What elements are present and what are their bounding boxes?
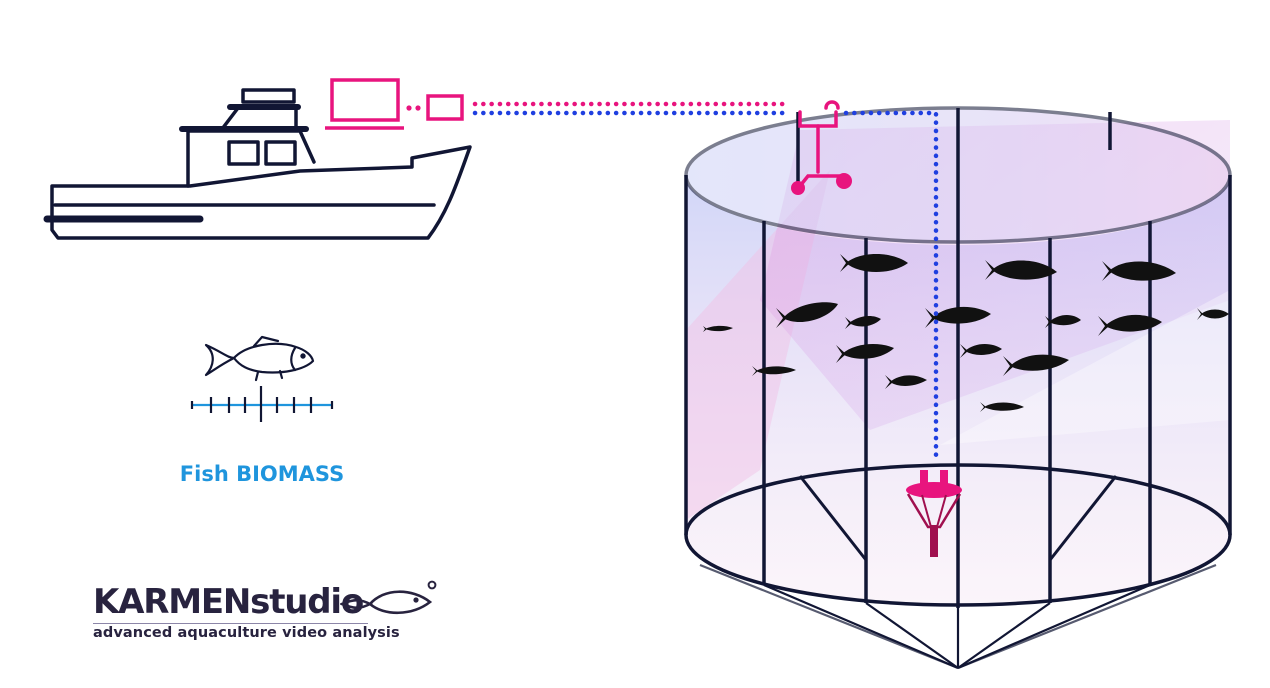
brand-logo: KARMENstudio advanced aquaculture video … [93, 580, 437, 641]
ruler-icon [190, 386, 334, 422]
boat-icon [43, 88, 472, 240]
brand-name: KARMENstudio [93, 582, 364, 622]
cage-bars [684, 108, 1232, 608]
underwater-camera-icon [906, 470, 962, 557]
biomass-label: Fish BIOMASS [179, 462, 345, 486]
surface-camera-icon [791, 100, 852, 195]
cage-cone [699, 563, 1217, 670]
cable-to-underwater [843, 110, 939, 461]
net-pen [684, 106, 1232, 670]
laptop-icon [325, 78, 404, 130]
fish-logo-icon [340, 580, 437, 615]
cable-pink [406, 105, 421, 111]
cage-inner-supports [798, 475, 1118, 561]
brand-divider [93, 623, 368, 624]
control-box-icon [426, 94, 464, 121]
brand-tagline: advanced aquaculture video analysis [93, 625, 400, 641]
cage-bottom-ring [684, 463, 1232, 607]
cable-to-surface [472, 101, 793, 116]
fish-school [703, 254, 1229, 412]
fish-icon [204, 335, 315, 382]
